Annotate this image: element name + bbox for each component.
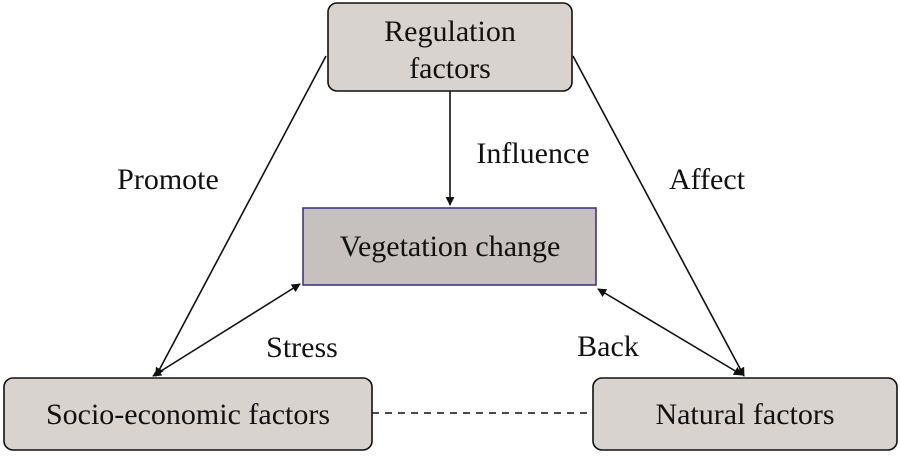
affect-arrow [572, 55, 745, 377]
back-label: Back [577, 330, 639, 363]
influence-label: Influence [476, 137, 589, 170]
regulation-factors-label-line2: factors [409, 52, 491, 85]
promote-label: Promote [117, 163, 219, 196]
vegetation-change-label: Vegetation change [340, 230, 561, 263]
vegetation-change-node: Vegetation change [302, 207, 597, 286]
socio-economic-factors-label: Socio-economic factors [46, 398, 330, 431]
natural-factors-node: Natural factors [592, 377, 898, 451]
stress-arrow [152, 283, 301, 377]
affect-label: Affect [669, 163, 746, 196]
back-arrow [597, 288, 743, 376]
promote-arrow [155, 55, 327, 377]
regulation-factors-node: Regulation factors [327, 2, 573, 92]
stress-label: Stress [266, 331, 338, 364]
regulation-factors-label-line1: Regulation [384, 15, 516, 48]
natural-factors-label: Natural factors [655, 398, 834, 431]
socio-economic-factors-node: Socio-economic factors [3, 377, 373, 451]
